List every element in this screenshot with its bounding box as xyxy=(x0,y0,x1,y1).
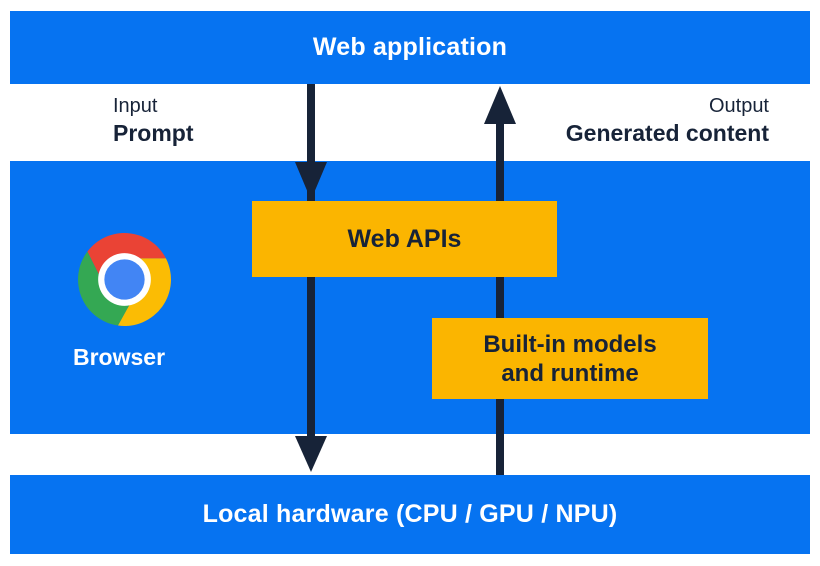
browser-label: Browser xyxy=(73,344,166,370)
output-label-group: Output Generated content xyxy=(566,96,769,145)
input-caption: Input xyxy=(113,95,158,117)
web-application-bar: Web application xyxy=(10,11,810,84)
builtin-models-box: Built-in models and runtime xyxy=(432,318,708,399)
output-caption: Output xyxy=(708,95,769,117)
web-apis-box: Web APIs xyxy=(252,201,557,277)
output-value: Generated content xyxy=(565,120,769,146)
input-label-group: Input Prompt xyxy=(113,96,194,145)
builtin-models-line1: Built-in models xyxy=(483,330,657,358)
chrome-icon xyxy=(78,233,171,326)
input-value: Prompt xyxy=(113,120,194,146)
web-apis-label: Web APIs xyxy=(347,224,462,253)
local-hardware-label: Local hardware (CPU / GPU / NPU) xyxy=(202,500,618,528)
builtin-models-line2: and runtime xyxy=(501,359,639,387)
web-application-label: Web application xyxy=(312,33,508,61)
local-hardware-bar: Local hardware (CPU / GPU / NPU) xyxy=(10,475,810,554)
